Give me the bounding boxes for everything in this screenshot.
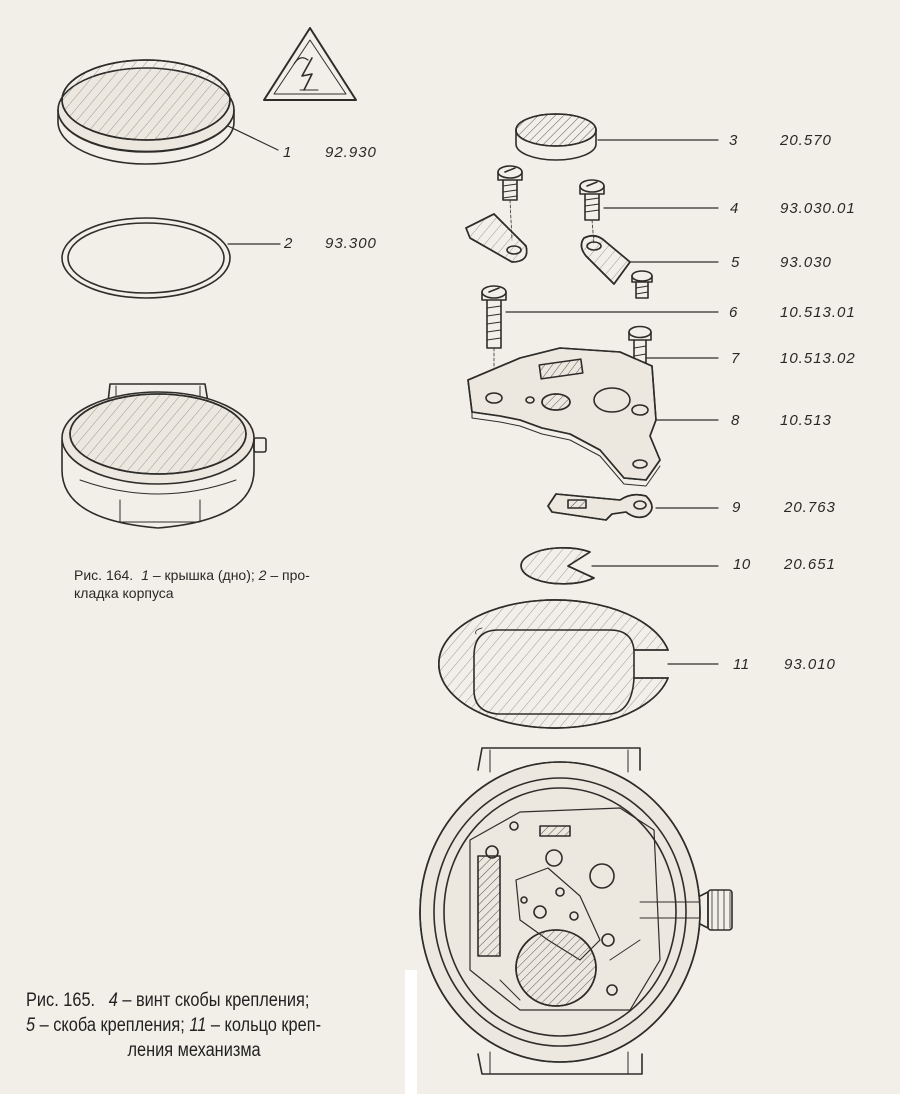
part-number-9: 9 [732, 499, 741, 516]
figure-165-label: Рис. 165. [26, 990, 96, 1011]
caption-165-text-1: – винт скобы крепления; [117, 990, 310, 1011]
mounting-clamp-right [580, 234, 631, 285]
caption-165-text-2: – скоба крепления; [35, 1015, 190, 1036]
part-number-5: 5 [731, 254, 740, 271]
caption-165-num-3: 11 [189, 1015, 207, 1036]
caption-165-num-2: 5 [26, 1015, 36, 1036]
part-number-10: 10 [733, 556, 751, 573]
part-number-3: 3 [729, 132, 738, 149]
contact-spring [547, 493, 653, 521]
plate-screw-long [481, 285, 507, 393]
part-code-2: 93.300 [325, 235, 377, 252]
part-code-11: 93.010 [784, 656, 836, 673]
caption-165-num-1: 4 [108, 990, 118, 1011]
case-gasket [61, 217, 231, 299]
plate-screw-top-right [631, 270, 653, 299]
caption-164-num-2: 2 [258, 567, 267, 583]
part-number-4: 4 [730, 200, 739, 217]
part-code-8: 10.513 [780, 412, 832, 429]
mounting-clamp-left [465, 213, 528, 263]
part-code-10: 20.651 [784, 556, 836, 573]
caption-165-text-3: – кольцо креп- [206, 1015, 322, 1036]
figure-164-label: Рис. 164. [74, 567, 134, 583]
caption-164-line-2: кладка корпуса [74, 585, 174, 601]
figure-164-caption: Рис. 164. 1 – крышка (дно); 2 – про- клад… [74, 566, 404, 602]
part-number-8: 8 [731, 412, 740, 429]
part-code-3: 20.570 [780, 132, 832, 149]
part-code-5: 93.030 [780, 254, 832, 271]
insulating-washer [520, 547, 595, 585]
part-number-6: 6 [729, 304, 738, 321]
caption-164-num-1: 1 [141, 567, 149, 583]
part-code-6: 10.513.01 [780, 304, 856, 321]
part-code-4: 93.030.01 [780, 200, 856, 217]
movement-retaining-ring [438, 599, 669, 729]
caption-165-line-3: ления механизма [127, 1040, 261, 1061]
figure-165-caption: Рис. 165. 4 – винт скобы крепления; 5 – … [26, 988, 353, 1063]
part-number-2: 2 [284, 235, 293, 252]
caption-164-text-1: – крышка (дно); [148, 567, 259, 583]
part-code-9: 20.763 [784, 499, 836, 516]
caption-164-text-2: – про- [266, 567, 310, 583]
battery [515, 113, 597, 161]
part-number-7: 7 [731, 350, 740, 367]
scan-white-patch [405, 970, 417, 1094]
electric-shock-warning-icon [263, 27, 357, 101]
part-number-1: 1 [283, 144, 292, 161]
part-code-1: 92.930 [325, 144, 377, 161]
clamp-screw-right [579, 179, 605, 245]
open-case-with-movement [419, 747, 733, 1075]
movement-bridge-plate [467, 347, 661, 487]
case-back-cover [57, 59, 235, 165]
part-code-7: 10.513.02 [780, 350, 856, 367]
assembled-case-view [61, 383, 267, 529]
part-number-11: 11 [733, 656, 750, 673]
